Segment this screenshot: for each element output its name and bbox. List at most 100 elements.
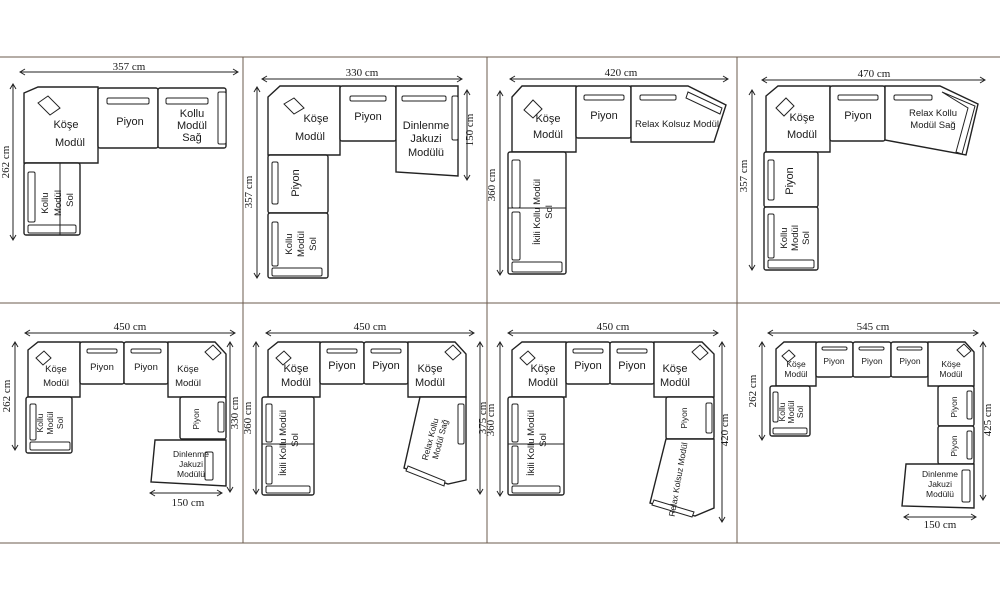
right-depth-dimension: 420 cm — [719, 413, 731, 446]
arrow-head-icon — [979, 341, 987, 348]
module-label: Sol — [544, 205, 555, 219]
module-label: Sol — [795, 406, 805, 418]
kollu-modul-sol — [763, 206, 819, 271]
module-label: Kollu — [284, 233, 295, 254]
depth-dimension: 357 cm — [738, 159, 750, 192]
cushion-detail — [370, 348, 402, 354]
cushion-detail — [265, 485, 311, 494]
cushion-detail — [893, 94, 933, 101]
module-label: Piyon — [574, 360, 602, 372]
module-label: Piyon — [861, 356, 883, 366]
cushion-detail — [639, 94, 677, 101]
module-label: Piyon — [116, 116, 144, 128]
depth-dimension: 360 cm — [242, 401, 254, 434]
cushion-detail — [767, 159, 775, 201]
module-label: Piyon — [372, 360, 400, 372]
arrow-head-icon — [456, 75, 463, 83]
arrow-head-icon — [149, 489, 156, 497]
kollu-modul-sol — [25, 396, 73, 454]
module-label: Modül — [533, 129, 563, 141]
module-label: Piyon — [134, 362, 158, 373]
cushion-detail — [29, 403, 37, 441]
sofa-outline — [685, 91, 723, 115]
cushion-detail — [583, 94, 625, 101]
module-label: Piyon — [618, 360, 646, 372]
arrow-head-icon — [463, 89, 471, 96]
arrow-head-icon — [19, 68, 26, 76]
arrow-head-icon — [216, 489, 223, 497]
module-label: Kollu — [35, 413, 45, 432]
cushion-detail — [772, 391, 779, 423]
module-label: Piyon — [784, 167, 796, 195]
module-label: Dinlenme — [403, 120, 449, 132]
module-label: Modül — [281, 377, 311, 389]
width-dimension: 330 cm — [346, 67, 379, 79]
depth-dimension: 262 cm — [0, 145, 12, 178]
sofa-outline — [651, 499, 695, 518]
module-label: Köşe — [303, 113, 328, 125]
cushion-detail — [966, 430, 973, 460]
dinlenme-jakuzi-module — [395, 85, 459, 177]
arrow-head-icon — [252, 341, 260, 348]
ikili-kollu-modul-sol — [507, 396, 565, 496]
arrow-head-icon — [476, 488, 484, 495]
module-label: Modül — [175, 378, 201, 389]
module-label: Piyon — [290, 169, 302, 197]
arrow-head-icon — [718, 516, 726, 523]
cushion-detail — [511, 403, 519, 443]
module-label: İkili Kollu Modül — [526, 410, 537, 476]
corner-pad — [37, 95, 61, 116]
cushion-detail — [130, 348, 162, 354]
depth-dimension: 357 cm — [243, 175, 255, 208]
cushion-detail — [767, 213, 775, 259]
sofa-outline — [444, 344, 462, 361]
arrow-head-icon — [970, 513, 977, 521]
module-label: Kollu — [777, 402, 787, 421]
arrow-head-icon — [718, 341, 726, 348]
cushion-detail — [966, 390, 973, 420]
relax-kolsuz-module — [630, 85, 727, 143]
module-label: Köşe — [789, 112, 814, 124]
arrow-head-icon — [507, 329, 514, 337]
module-label: Piyon — [949, 396, 959, 418]
cushion-detail — [326, 348, 358, 354]
module-label: Dinlenme — [922, 469, 958, 479]
module-label: Sol — [308, 237, 319, 251]
arrow-head-icon — [496, 90, 504, 97]
width-dimension: 450 cm — [597, 321, 630, 333]
module-label: Köşe — [786, 359, 806, 369]
cushion-detail — [572, 348, 604, 354]
arrow-head-icon — [496, 341, 504, 348]
right-depth-dimension: 425 cm — [982, 403, 994, 436]
relax-kolsuz-module — [649, 438, 715, 517]
cushion-detail — [961, 469, 971, 503]
arrow-head-icon — [903, 513, 910, 521]
arrow-head-icon — [476, 341, 484, 348]
module-label: Piyon — [899, 356, 921, 366]
module-label: Köşe — [45, 364, 67, 375]
module-label: Dinlenme — [173, 449, 209, 459]
cushion-detail — [767, 259, 815, 269]
arrow-head-icon — [758, 434, 766, 441]
arrow-head-icon — [9, 83, 17, 90]
cushion-detail — [451, 95, 459, 141]
module-label: Piyon — [949, 435, 959, 457]
arrow-head-icon — [463, 174, 471, 181]
cushion-detail — [271, 221, 279, 267]
cushion-detail — [217, 91, 227, 145]
arrow-head-icon — [252, 488, 260, 495]
arrow-head-icon — [253, 86, 261, 93]
module-label: Sol — [290, 433, 301, 447]
arrow-head-icon — [767, 329, 774, 337]
cushion-detail — [86, 348, 118, 354]
module-label: Piyon — [354, 111, 382, 123]
cushion-detail — [204, 451, 214, 481]
module-label: Modül — [295, 131, 325, 143]
module-label: Modül — [53, 190, 64, 216]
module-label: İkili Kollu Modül — [278, 410, 289, 476]
width-dimension: 420 cm — [605, 67, 638, 79]
